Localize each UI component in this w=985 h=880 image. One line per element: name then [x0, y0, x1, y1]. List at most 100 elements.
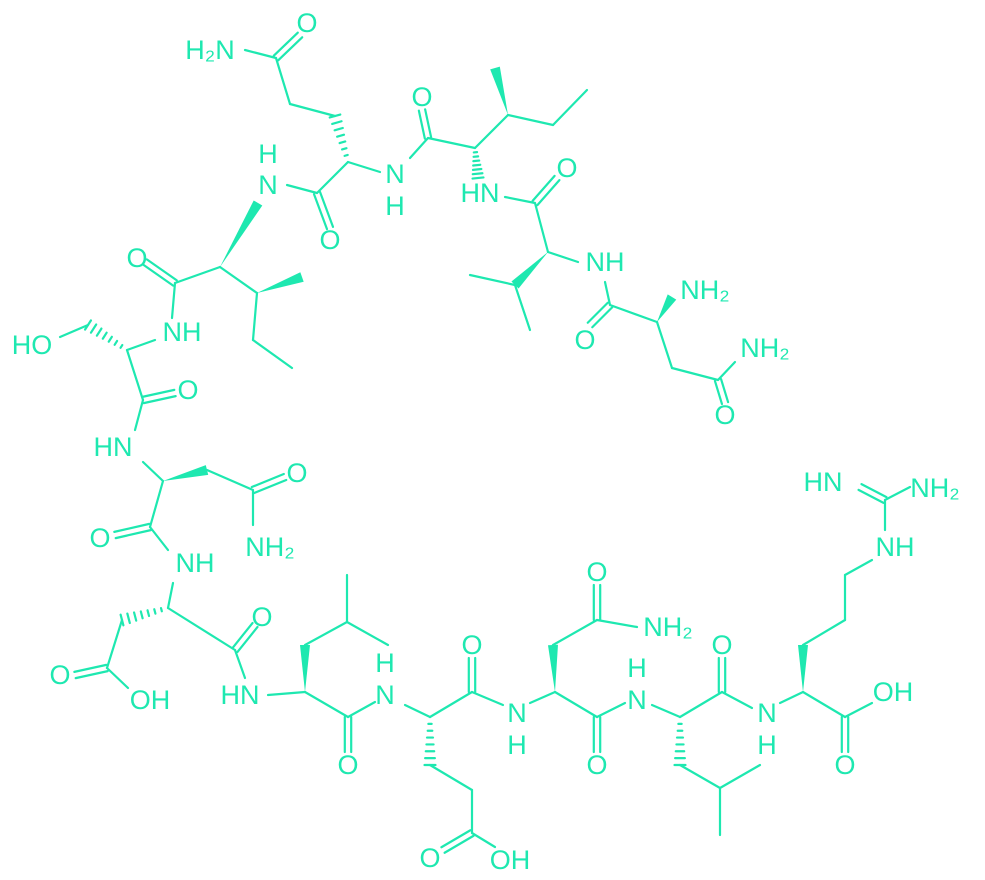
- double-bond: [536, 179, 561, 207]
- atom-label: O: [411, 82, 432, 112]
- double-bond: [312, 193, 329, 231]
- double-bond: [250, 472, 285, 489]
- single-bond: [346, 700, 377, 719]
- atom-label: O: [286, 458, 307, 488]
- hashed-bond: [471, 172, 484, 176]
- hashed-bond: [139, 610, 144, 620]
- atom-label: NH: [163, 317, 202, 347]
- hashed-bond: [340, 147, 348, 151]
- atom-label: OH: [873, 677, 914, 707]
- single-bond: [141, 460, 165, 483]
- atom-label: O: [574, 325, 595, 355]
- hashed-bond: [471, 176, 485, 180]
- wedge-bond: [163, 465, 209, 481]
- single-bond: [303, 690, 350, 719]
- single-bond: [205, 468, 255, 492]
- wedge-bond: [300, 645, 310, 692]
- hashed-bond: [89, 323, 98, 334]
- single-bond: [251, 338, 294, 370]
- single-bond: [716, 360, 737, 382]
- wedge-bond: [798, 645, 808, 692]
- atom-label: O: [177, 375, 198, 405]
- single-bond: [801, 618, 847, 647]
- atom-label: O: [461, 630, 482, 660]
- single-bond: [720, 690, 754, 710]
- hashed-bond: [146, 609, 151, 618]
- atom-label: N: [757, 698, 777, 728]
- wedge-bond: [220, 200, 263, 267]
- single-bond: [603, 280, 612, 307]
- single-bond: [428, 763, 474, 792]
- double-bond: [142, 395, 177, 405]
- bonds: [58, 31, 912, 854]
- single-bond: [166, 606, 237, 652]
- single-bond: [173, 265, 222, 285]
- single-bond: [303, 620, 349, 647]
- atom-label: O: [586, 750, 607, 780]
- single-bond: [243, 48, 278, 60]
- wedge-bond: [490, 66, 508, 115]
- atom-label: NH₂: [740, 333, 789, 363]
- atom-label: OH: [490, 845, 531, 875]
- single-bond: [553, 690, 599, 719]
- hashed-bond: [338, 140, 347, 145]
- single-bond: [233, 648, 247, 680]
- atom-label: O: [89, 523, 110, 553]
- double-bond: [113, 522, 151, 533]
- single-bond: [125, 338, 157, 352]
- single-bond: [473, 113, 510, 150]
- hashed-bond: [113, 339, 119, 346]
- hashed-bond: [153, 608, 157, 615]
- hashed-bond: [132, 611, 138, 622]
- single-bond: [551, 88, 589, 127]
- hashed-bond: [101, 331, 108, 340]
- double-bond: [860, 483, 888, 499]
- atom-label: N: [375, 680, 395, 710]
- hashed-bond: [331, 120, 343, 125]
- hashed-bond: [328, 113, 342, 119]
- single-bond: [285, 183, 319, 195]
- atom-label: H: [757, 730, 777, 760]
- single-bond: [513, 283, 532, 332]
- atom-label: NH₂: [643, 612, 692, 642]
- atom-label: H: [507, 730, 527, 760]
- single-bond: [655, 320, 674, 370]
- single-bond: [125, 348, 145, 402]
- atom-label: NH₂: [680, 275, 729, 305]
- single-bond: [528, 690, 557, 705]
- atom-label: NH: [586, 247, 625, 277]
- single-bond: [148, 479, 165, 529]
- atom-label: O: [319, 225, 340, 255]
- single-bond: [58, 323, 90, 339]
- double-bond: [145, 258, 178, 282]
- hashed-bond: [336, 133, 346, 138]
- single-bond: [678, 690, 724, 719]
- double-bond: [586, 301, 609, 324]
- atom-label: O: [49, 660, 70, 690]
- double-bond: [142, 263, 175, 287]
- single-bond: [546, 250, 580, 264]
- atom-label: H: [385, 191, 405, 221]
- single-bond: [133, 398, 145, 432]
- single-bond: [105, 666, 130, 690]
- atom-label: H: [627, 653, 647, 683]
- single-bond: [503, 195, 537, 205]
- single-bond: [843, 558, 874, 577]
- double-bond: [74, 670, 109, 680]
- single-bond: [274, 56, 292, 106]
- double-bond: [857, 488, 885, 504]
- single-bond: [148, 525, 170, 552]
- single-bond: [345, 620, 390, 647]
- single-bond: [551, 618, 599, 647]
- atom-label: O: [586, 557, 607, 587]
- single-bond: [468, 273, 517, 287]
- single-bond: [166, 581, 175, 610]
- wedge-bond: [511, 252, 548, 289]
- single-bond: [670, 366, 720, 382]
- single-bond: [346, 160, 382, 174]
- atom-label: NH: [876, 532, 915, 562]
- single-bond: [426, 136, 477, 150]
- double-bond: [591, 306, 614, 329]
- double-bond: [443, 834, 475, 854]
